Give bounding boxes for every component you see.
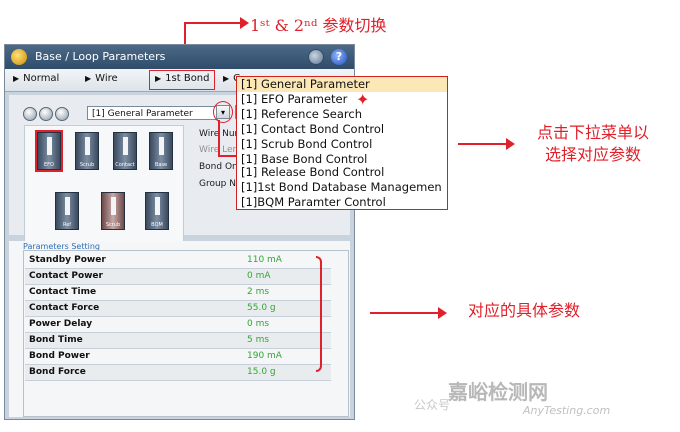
param-value[interactable]: 0 ms	[247, 319, 270, 329]
icon-label: Scrub	[105, 222, 121, 228]
params-note: 对应的具体参数	[468, 301, 581, 320]
tab-label: Normal	[23, 73, 60, 84]
reference-bond-icon[interactable]: Ref	[55, 192, 79, 230]
cursor-marker-icon: ✦	[356, 90, 370, 109]
app-icon	[11, 49, 27, 65]
dropdown-option[interactable]: [1] General Parameter	[237, 77, 447, 92]
help-icon[interactable]: ?	[331, 49, 347, 65]
param-name: Bond Force	[29, 367, 86, 377]
dropdown-option[interactable]: [1]1st Bond Database Managemen	[241, 180, 442, 194]
param-value[interactable]: 2 ms	[247, 287, 270, 297]
dropdown-option[interactable]: [1] EFO Parameter	[241, 92, 348, 106]
param-value[interactable]: 190 mA	[247, 351, 282, 361]
param-value[interactable]: 0 mA	[247, 271, 271, 281]
bond-on-label: Bond On	[199, 162, 238, 172]
watermark-url: AnyTesting.com	[523, 404, 611, 417]
params-note-arrow	[370, 312, 440, 314]
arrow-head-icon	[506, 138, 515, 150]
param-row-bond-power[interactable]: Bond Power 190 mA	[25, 349, 331, 365]
window-title: Base / Loop Parameters	[35, 50, 166, 63]
watermark-brand: 嘉峪检测网	[448, 380, 548, 404]
param-value[interactable]: 55.0 g	[247, 303, 276, 313]
param-name: Contact Time	[29, 287, 97, 297]
param-row-contact-power[interactable]: Contact Power 0 mA	[25, 269, 331, 285]
param-row-power-delay[interactable]: Power Delay 0 ms	[25, 317, 331, 333]
refresh-icon[interactable]	[308, 49, 324, 65]
dropdown-option[interactable]: [1] Base Bond Control	[241, 152, 368, 166]
dropdown-option[interactable]: [1]BQM Paramter Control	[241, 195, 386, 209]
group-number-label: Group Num	[199, 179, 251, 189]
dropdown-connector	[218, 155, 236, 157]
efo-bond-icon[interactable]: EFO	[35, 130, 63, 172]
parameter-group-select[interactable]: [1] General Parameter	[87, 106, 218, 120]
scrub-release-icon[interactable]: Scrub	[101, 192, 125, 230]
dropdown-highlight-ring	[213, 101, 233, 123]
settings-title: Parameters Setting	[23, 242, 100, 251]
triangle-right-icon: ▶	[223, 74, 230, 83]
tab-label: Wire	[95, 73, 118, 84]
icon-label: Contact	[115, 162, 135, 168]
param-row-contact-force[interactable]: Contact Force 55.0 g	[25, 301, 331, 317]
params-brace	[316, 256, 322, 372]
dropdown-connector	[218, 120, 220, 156]
dropdown-note: 点击下拉菜单以 选择对应参数	[518, 122, 668, 166]
param-name: Standby Power	[29, 255, 106, 265]
title-bar: Base / Loop Parameters ?	[5, 45, 354, 69]
bqm-bond-icon[interactable]: BQM	[145, 192, 169, 230]
tab-normal[interactable]: ▶Normal	[13, 73, 59, 84]
icon-label: Ref	[62, 222, 72, 228]
forward-button[interactable]	[55, 107, 69, 121]
param-row-bond-time[interactable]: Bond Time 5 ms	[25, 333, 331, 349]
param-row-bond-force[interactable]: Bond Force 15.0 g	[25, 365, 331, 381]
triangle-right-icon: ▶	[155, 74, 162, 83]
stop-button[interactable]	[39, 107, 53, 121]
param-name: Contact Force	[29, 303, 100, 313]
tab-wire[interactable]: ▶Wire	[85, 73, 118, 84]
param-value[interactable]: 110 mA	[247, 255, 282, 265]
tab-1st-bond[interactable]: ▶1st Bond	[155, 73, 210, 84]
tab-highlight-box	[149, 70, 215, 90]
param-value[interactable]: 5 ms	[247, 335, 270, 345]
wire-length-label: Wire Lengt	[199, 145, 248, 155]
param-row-contact-time[interactable]: Contact Time 2 ms	[25, 285, 331, 301]
icon-label: EFO	[44, 162, 54, 168]
bond-icon-panel: EFO Scrub Contact Base Ref Scrub BQM	[24, 125, 184, 243]
dropdown-note-line2: 选择对应参数	[544, 145, 641, 164]
annotation-title: 1ˢᵗ & 2ⁿᵈ 参数切换	[250, 16, 387, 35]
icon-label: BQM	[151, 222, 163, 228]
annotation-connector	[184, 22, 246, 24]
watermark-left: 公众号	[414, 398, 451, 412]
dropdown-option[interactable]: [1] Contact Bond Control	[241, 122, 385, 136]
dropdown-note-line1: 点击下拉菜单以	[536, 123, 649, 142]
wire-number-label: Wire Numb	[199, 129, 250, 139]
settings-frame	[23, 250, 349, 417]
param-row-standby-power[interactable]: Standby Power 110 mA	[25, 253, 331, 269]
param-name: Bond Time	[29, 335, 83, 345]
back-button[interactable]	[23, 107, 37, 121]
param-value[interactable]: 15.0 g	[247, 367, 276, 377]
dropdown-note-arrow	[458, 143, 508, 145]
parameters-setting-panel: Parameters Setting Standby Power 110 mA C…	[9, 241, 350, 417]
icon-label: Scrub	[79, 162, 95, 168]
scrub-bond-icon[interactable]: Scrub	[75, 132, 99, 170]
param-name: Contact Power	[29, 271, 103, 281]
param-name: Bond Power	[29, 351, 90, 361]
arrow-head-icon	[240, 17, 249, 29]
parameter-dropdown-list: [1] General Parameter [1] EFO Parameter …	[236, 76, 448, 210]
dropdown-option[interactable]: [1] Release Bond Control	[241, 165, 385, 179]
triangle-right-icon: ▶	[85, 74, 92, 83]
dropdown-option[interactable]: [1] Reference Search	[241, 107, 363, 121]
base-bond-icon[interactable]: Base	[149, 132, 173, 170]
icon-label: Base	[154, 162, 168, 168]
param-name: Power Delay	[29, 319, 93, 329]
contact-bond-icon[interactable]: Contact	[113, 132, 137, 170]
tab-label: 1st Bond	[165, 73, 210, 84]
triangle-right-icon: ▶	[13, 74, 20, 83]
dropdown-option[interactable]: [1] Scrub Bond Control	[241, 137, 373, 151]
arrow-head-icon	[438, 307, 447, 319]
